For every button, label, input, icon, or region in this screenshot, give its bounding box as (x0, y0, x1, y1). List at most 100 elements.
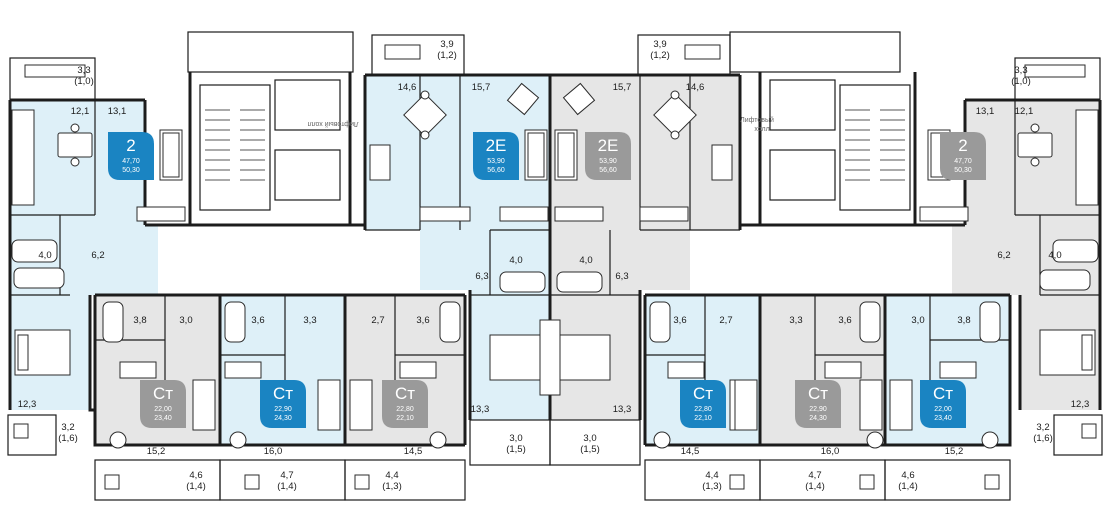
room-area-r30: 15,2 (147, 446, 166, 457)
balcony-coef: (1,4) (805, 481, 825, 492)
badge-shape (260, 380, 306, 428)
room-area-r19: 3,6 (251, 315, 264, 326)
balcony-area: 4,6 (901, 470, 914, 481)
balcony-area: 3,2 (1036, 422, 1049, 433)
apartment-area-living: 22,80 (396, 406, 414, 413)
apartment-type: 2 (126, 136, 135, 155)
balcony-coef: (1,2) (650, 50, 670, 61)
balcony-coef: (1,0) (74, 76, 94, 87)
balcony-coef: (1,3) (702, 481, 722, 492)
room-area-r28: 3,8 (957, 315, 970, 326)
room-area-r18: 3,0 (179, 315, 192, 326)
room-area-r26: 3,6 (838, 315, 851, 326)
badge-shape (473, 132, 519, 180)
lift-hall-label-right-2: холл (754, 126, 769, 133)
badge-shape (680, 380, 726, 428)
room-area-r9: 4,0 (38, 250, 51, 261)
apartment-badge-apt-st-3[interactable]: Ст 22,80 22,10 (382, 380, 428, 428)
balcony-coef: (1,0) (1011, 76, 1031, 87)
apartment-type: Ст (933, 384, 953, 403)
apartment-type: 2E (486, 136, 507, 155)
apartment-type: Ст (693, 384, 713, 403)
lift-hall-label-left: Лифтовый холл (307, 120, 358, 128)
apartment-badge-apt-2-right[interactable]: 2 47,70 50,30 (940, 132, 986, 180)
apartment-area-total: 22,10 (694, 415, 712, 422)
room-area-r33: 13,3 (471, 404, 490, 415)
apartment-area-living: 47,70 (954, 158, 972, 165)
balcony-area: 4,7 (280, 470, 293, 481)
partitions (10, 75, 1100, 380)
balcony-coef: (1,4) (898, 481, 918, 492)
balcony-area: 4,4 (385, 470, 398, 481)
lift-hall-label-right-1: Лифтовый (740, 116, 774, 124)
stairs-right (845, 109, 905, 181)
apartment-area-total: 56,60 (599, 167, 617, 174)
room-area-r32: 14,5 (404, 446, 423, 457)
apartment-type: Ст (273, 384, 293, 403)
balcony-coef: (1,4) (277, 481, 297, 492)
apartment-area-total: 23,40 (154, 415, 172, 422)
room-area-r34: 13,3 (613, 404, 632, 415)
balcony-coef: (1,5) (580, 444, 600, 455)
apartment-type: 2E (598, 136, 619, 155)
apartment-area-living: 47,70 (122, 158, 140, 165)
room-area-r29: 12,3 (18, 399, 37, 410)
badge-shape (795, 380, 841, 428)
apartment-area-living: 53,90 (487, 158, 505, 165)
room-area-r7: 13,1 (976, 106, 995, 117)
room-area-r1: 12,1 (71, 106, 90, 117)
apartment-area-living: 22,90 (809, 406, 827, 413)
room-area-r3: 14,6 (398, 82, 417, 93)
apartment-badge-apt-st-5[interactable]: Ст 22,90 24,30 (795, 380, 841, 428)
balcony-area: 3,9 (653, 39, 666, 50)
apartment-area-total: 50,30 (954, 167, 972, 174)
room-area-r14: 4,0 (1048, 250, 1061, 261)
balcony-area: 3,0 (509, 433, 522, 444)
apartment-type: Ст (395, 384, 415, 403)
room-area-r25: 3,3 (789, 315, 802, 326)
apartment-area-total: 24,30 (809, 415, 827, 422)
furniture (11, 44, 1099, 490)
balcony-coef: (1,5) (506, 444, 526, 455)
apartment-type: 2 (958, 136, 967, 155)
apartment-badge-apt-st-4[interactable]: Ст 22,80 22,10 (680, 380, 726, 428)
apartment-area-total: 56,60 (487, 167, 505, 174)
apartment-area-total: 22,10 (396, 415, 414, 422)
balcony-labels: 3,3(1,0)3,9(1,2)3,9(1,2)3,3(1,0)3,2(1,6)… (58, 39, 1053, 492)
badge-shape (585, 132, 631, 180)
apartment-area-total: 24,30 (274, 415, 292, 422)
badge-shape (920, 380, 966, 428)
room-area-r2: 13,1 (108, 106, 127, 117)
room-area-r13: 6,2 (997, 250, 1010, 261)
balcony-area: 3,0 (583, 433, 596, 444)
balcony-area: 4,4 (705, 470, 718, 481)
balcony-area: 3,3 (77, 65, 90, 76)
balcony-coef: (1,6) (58, 433, 78, 444)
room-area-r17: 3,8 (133, 315, 146, 326)
balcony-area: 4,7 (808, 470, 821, 481)
apartment-type: Ст (808, 384, 828, 403)
room-area-r35: 14,5 (681, 446, 700, 457)
apartment-badge-apt-2e-left[interactable]: 2E 53,90 56,60 (473, 132, 519, 180)
room-area-r24: 2,7 (719, 315, 732, 326)
stairs-left (205, 109, 265, 181)
balcony-area: 3,9 (440, 39, 453, 50)
balcony-coef: (1,2) (437, 50, 457, 61)
apartment-badge-apt-2-left[interactable]: 2 47,70 50,30 (108, 132, 154, 180)
room-area-r31: 16,0 (264, 446, 283, 457)
balcony-coef: (1,6) (1033, 433, 1053, 444)
apartment-area-living: 22,80 (694, 406, 712, 413)
room-area-r38: 12,3 (1071, 399, 1090, 410)
room-area-r20: 3,3 (303, 315, 316, 326)
room-area-r37: 15,2 (945, 446, 964, 457)
room-area-r4: 15,7 (472, 82, 491, 93)
apartment-area-total: 50,30 (122, 167, 140, 174)
badge-shape (382, 380, 428, 428)
apartment-badges: 247,7050,302E53,9056,602E53,9056,60247,7… (108, 132, 986, 428)
room-area-r11: 4,0 (509, 255, 522, 266)
